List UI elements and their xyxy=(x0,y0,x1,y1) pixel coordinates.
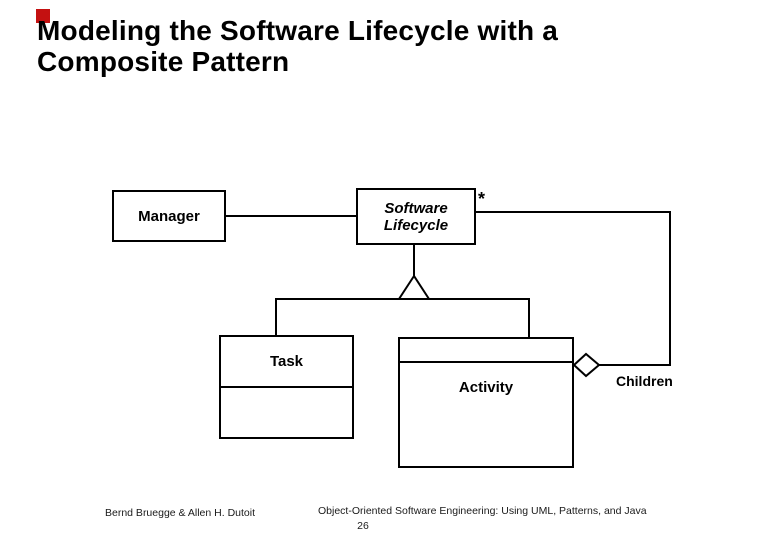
aggregation-diamond-icon xyxy=(572,352,601,378)
uml-class-software-lifecycle-name: Software Lifecycle xyxy=(358,190,474,243)
uml-class-task-attributes xyxy=(221,388,352,437)
uml-class-manager: Manager xyxy=(112,190,226,242)
footer-citation: Object-Oriented Software Engineering: Us… xyxy=(318,505,647,517)
uml-class-manager-name: Manager xyxy=(138,207,200,225)
software-lifecycle-name-line2: Lifecycle xyxy=(383,216,449,234)
footer-authors: Bernd Bruegge & Allen H. Dutoit xyxy=(105,507,256,519)
uml-class-activity: Activity xyxy=(398,337,574,468)
uml-class-task: Task xyxy=(219,335,354,439)
red-square-logo xyxy=(36,9,50,23)
uml-class-activity-top-compartment xyxy=(400,339,572,363)
inheritance-triangle-icon xyxy=(397,274,431,300)
uml-class-software-lifecycle: Software Lifecycle xyxy=(356,188,476,245)
children-role-label: Children xyxy=(616,373,673,389)
page-title-line1: Modeling the Software Lifecycle with a xyxy=(37,15,559,46)
page-title-line2: Composite Pattern xyxy=(37,46,290,77)
page-title: Modeling the Software Lifecycle with a C… xyxy=(37,15,558,77)
uml-class-task-name: Task xyxy=(221,337,352,388)
uml-class-activity-name: Activity xyxy=(458,379,514,396)
software-lifecycle-name-line1: Software xyxy=(384,199,448,217)
multiplicity-label: * xyxy=(478,189,486,209)
footer-page-number: 26 xyxy=(357,520,369,532)
